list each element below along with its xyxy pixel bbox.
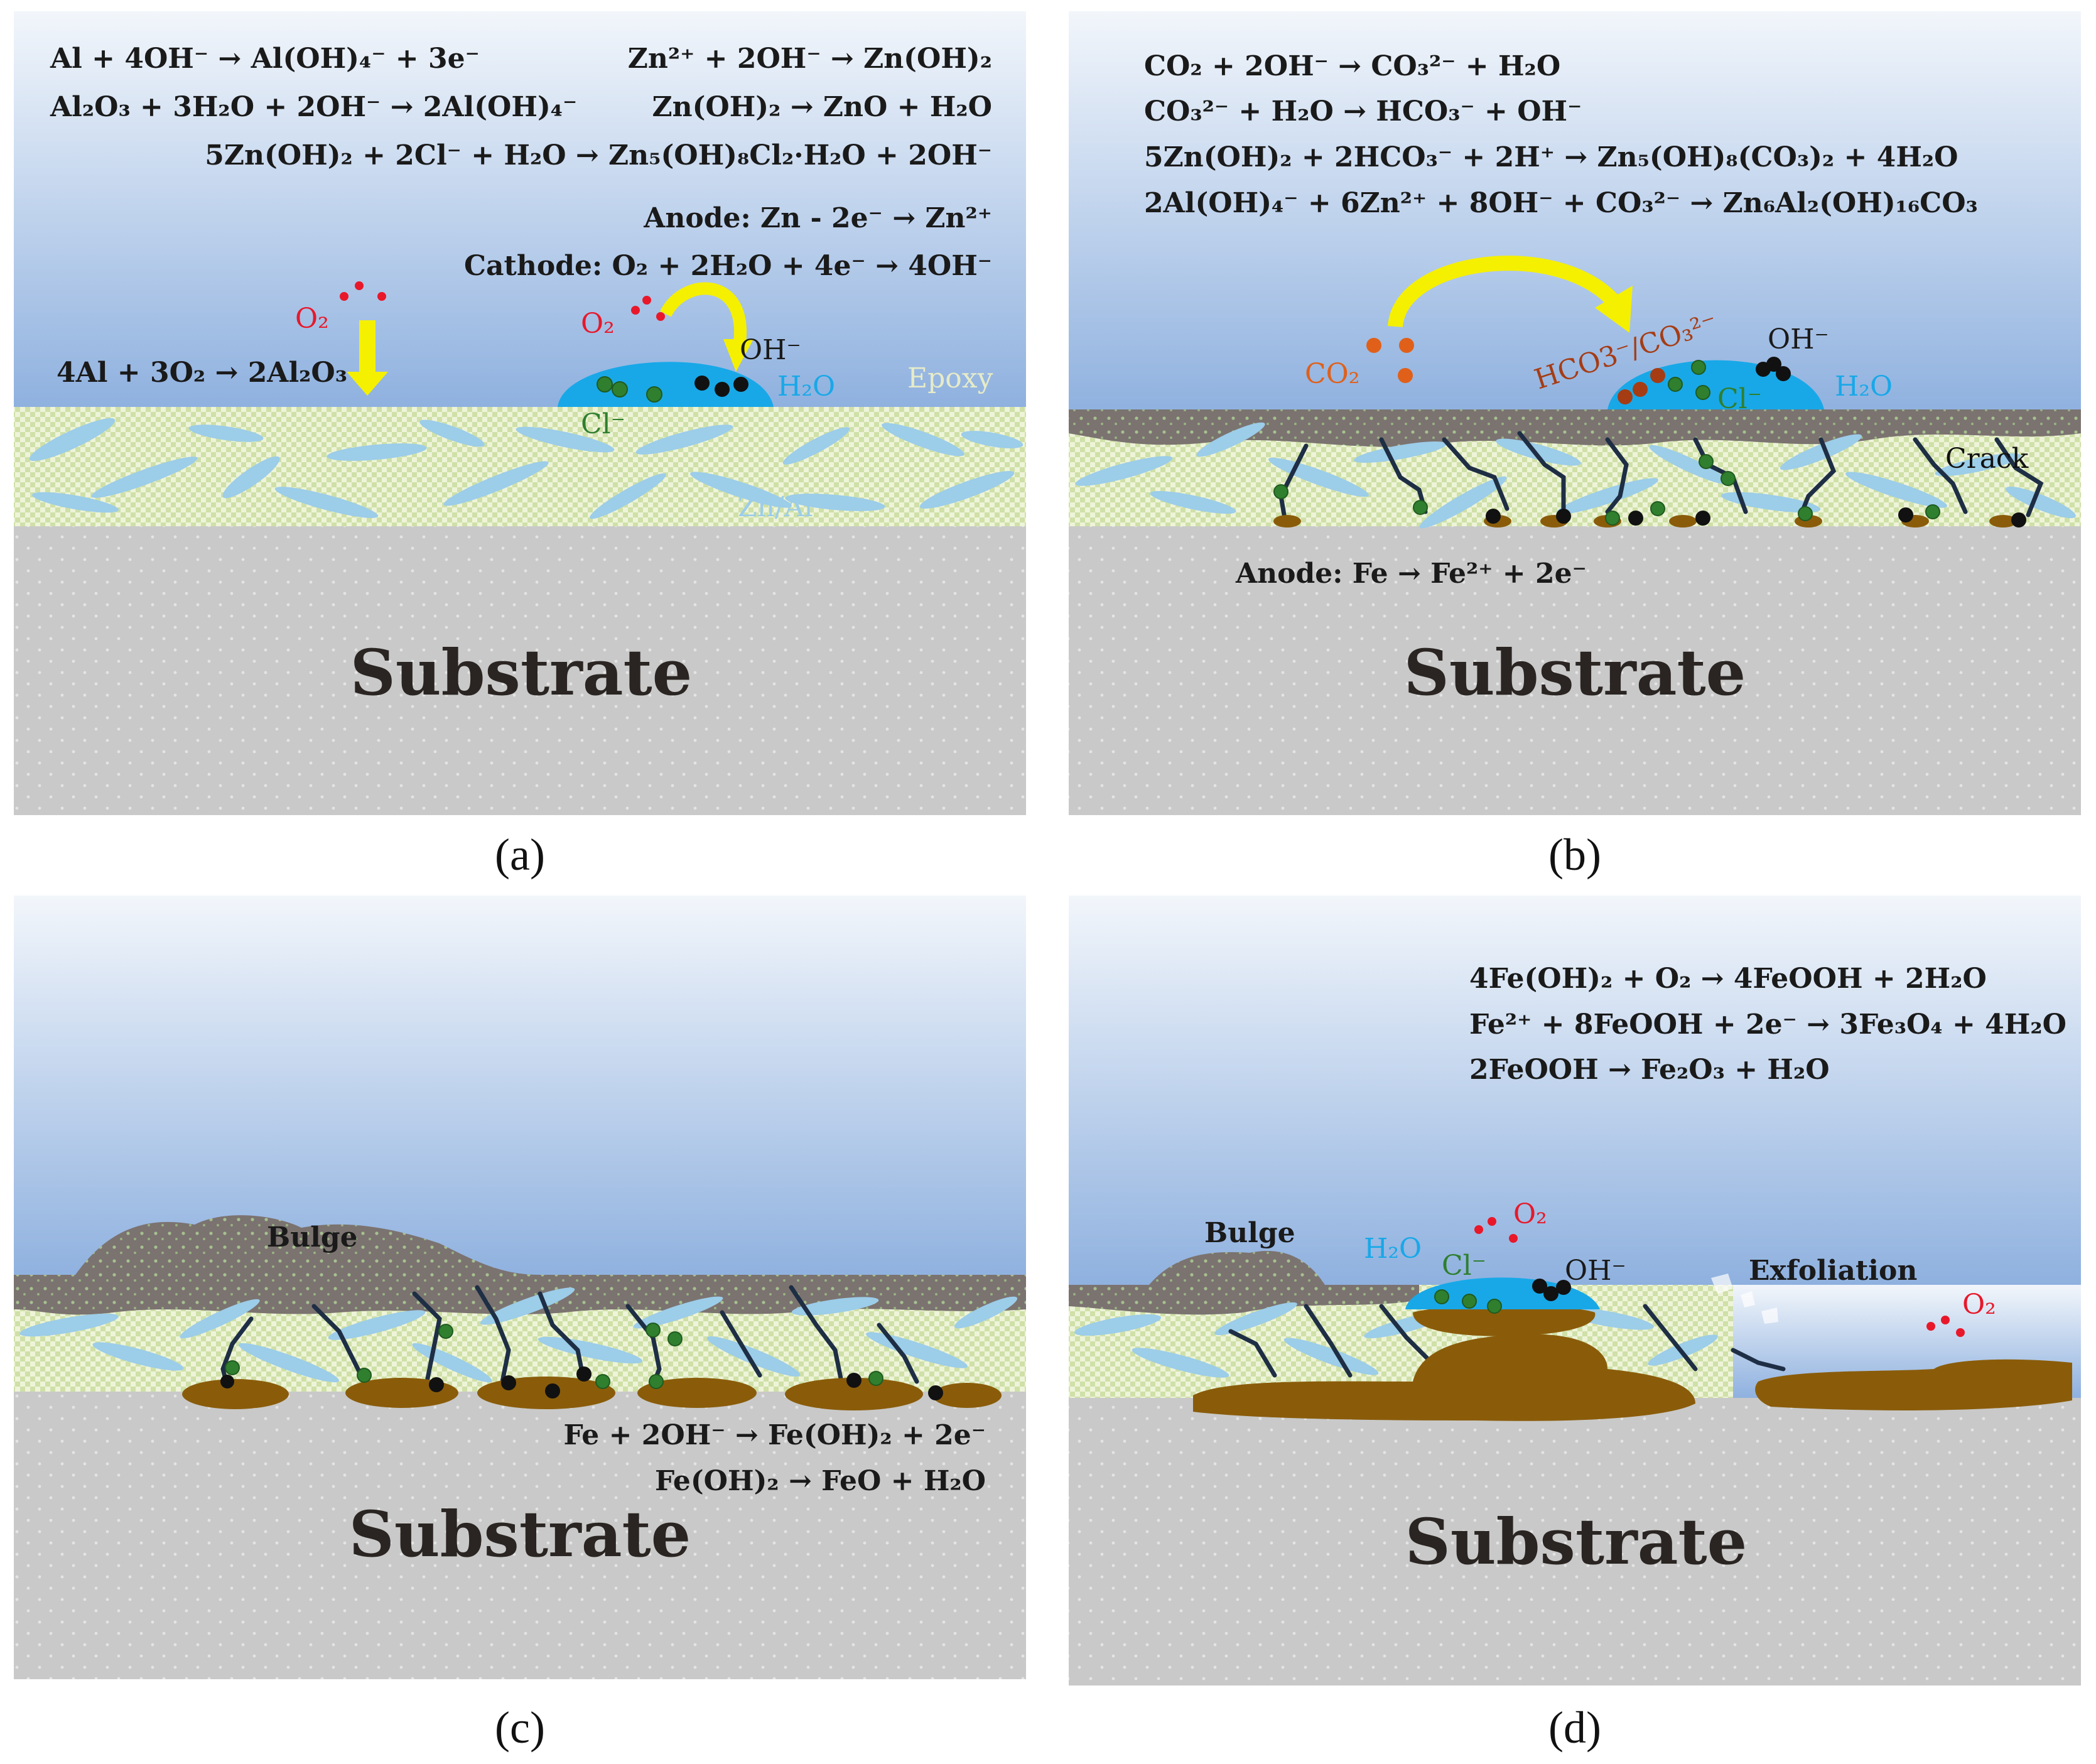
anode-equation: Anode: Fe → Fe²⁺ + 2e⁻: [1235, 558, 1587, 590]
substrate-region: [1069, 1398, 2081, 1686]
equation: 5Zn(OH)₂ + 2HCO₃⁻ + 2H⁺ → Zn₅(OH)₈(CO₃)₂…: [1144, 141, 1958, 173]
panel-caption: (d): [1548, 1702, 1601, 1753]
zn-al-label: Zn/Al: [738, 491, 813, 523]
exfoliation-label: Exfoliation: [1749, 1255, 1917, 1287]
equation: Fe + 2OH⁻ → Fe(OH)₂ + 2e⁻: [563, 1419, 986, 1451]
curved-arrow: [1388, 256, 1619, 328]
anode-equation: Anode: Zn - 2e⁻ → Zn²⁺: [643, 202, 992, 234]
substrate-region: [14, 526, 1026, 815]
panel-d: 4Fe(OH)₂ + O₂ → 4FeOOH + 2H₂O Fe²⁺ + 8Fe…: [1069, 896, 2081, 1753]
environment-region: [1069, 896, 2081, 1285]
chloride-ions: [1668, 360, 1710, 400]
substrate-region: [1069, 526, 2081, 815]
chloride-ions: [1434, 1289, 1502, 1314]
panel-caption: (a): [495, 830, 545, 880]
equation: CO₂ + 2OH⁻ → CO₃²⁻ + H₂O: [1144, 50, 1560, 82]
o2-label: O₂: [581, 308, 615, 340]
equation: 4Fe(OH)₂ + O₂ → 4FeOOH + 2H₂O: [1469, 963, 1987, 995]
equation: 2Al(OH)₄⁻ + 6Zn²⁺ + 8OH⁻ + CO₃²⁻ → Zn₆Al…: [1144, 187, 1978, 219]
panel-caption: (b): [1548, 830, 1601, 880]
down-arrow: [347, 320, 388, 396]
rust-deposits: [182, 1377, 1002, 1410]
carbonate-ions: [1618, 368, 1665, 404]
cl-label: Cl⁻: [1717, 383, 1762, 415]
equation: Al + 4OH⁻ → Al(OH)₄⁻ + 3e⁻: [50, 43, 480, 75]
corrosion-product-layer: [14, 1215, 1026, 1315]
oh-label: OH⁻: [740, 334, 801, 366]
water-droplet: [1405, 1277, 1600, 1309]
o2-label: O₂: [1513, 1198, 1547, 1230]
chloride-ions: [597, 376, 662, 403]
cracks: [1228, 1304, 1786, 1378]
oxygen-molecules: [340, 281, 386, 301]
equation: CO₃²⁻ + H₂O → HCO₃⁻ + OH⁻: [1144, 95, 1582, 127]
cl-label: Cl⁻: [581, 408, 625, 440]
curved-arrow-head: [1595, 286, 1633, 333]
bulge-label: Bulge: [267, 1221, 358, 1253]
equation: Fe²⁺ + 8FeOOH + 2e⁻ → 3Fe₃O₄ + 4H₂O: [1469, 1009, 2066, 1041]
chloride-ions: [1273, 454, 1940, 526]
corrosion-product-layer: [1069, 409, 2081, 447]
h2o-label: H₂O: [1364, 1233, 1422, 1265]
epoxy-label: Epoxy: [907, 362, 993, 394]
panel-c: Bulge Fe + 2OH⁻ → Fe(OH)₂ + 2e⁻ Fe(OH)₂ …: [14, 896, 1026, 1753]
h2o-label: H₂O: [1835, 371, 1893, 403]
panel-a: Al + 4OH⁻ → Al(OH)₄⁻ + 3e⁻ Al₂O₃ + 3H₂O …: [14, 11, 1026, 880]
o2-label: O₂: [295, 303, 329, 335]
hydroxide-ions: [1532, 1279, 1571, 1301]
exfoliation-fragments: [1711, 1274, 1778, 1324]
o2-label: O₂: [1962, 1289, 1996, 1321]
co2-label: CO₂: [1305, 358, 1359, 390]
bulge-label: Bulge: [1204, 1217, 1295, 1249]
corrosion-product-layer: [1069, 1251, 1419, 1315]
hydroxide-ions: [1486, 507, 2026, 528]
equation: Fe(OH)₂ → FeO + H₂O: [655, 1465, 986, 1497]
hydroxide-ions: [220, 1366, 943, 1400]
panel-b: CO₂ + 2OH⁻ → CO₃²⁻ + H₂O CO₃²⁻ + H₂O → H…: [1069, 11, 2081, 880]
equation: Zn(OH)₂ → ZnO + H₂O: [652, 91, 992, 123]
environment-region: [14, 11, 1026, 407]
equation: 2FeOOH → Fe₂O₃ + H₂O: [1469, 1054, 1830, 1086]
environment-region: [1069, 11, 2081, 413]
curved-arrow-head: [723, 339, 754, 372]
crack-label: Crack: [1945, 443, 2029, 475]
oh-label: OH⁻: [1768, 323, 1829, 355]
zn-al-flakes: [29, 418, 1024, 519]
substrate-label: Substrate: [350, 636, 693, 710]
panel-caption: (c): [495, 1702, 545, 1753]
cl-label: Cl⁻: [1442, 1250, 1486, 1282]
oh-label: OH⁻: [1565, 1255, 1626, 1287]
oxygen-molecules: [1474, 1217, 1965, 1337]
equation: 4Al + 3O₂ → 2Al₂O₃: [57, 357, 347, 389]
chloride-ions: [225, 1323, 883, 1389]
cathode-equation: Cathode: O₂ + 2H₂O + 4e⁻ → 4OH⁻: [464, 250, 992, 282]
hydroxide-ions: [694, 376, 748, 397]
zn-al-flakes: [19, 1287, 1018, 1383]
substrate-region: [14, 1392, 1026, 1679]
rust-deposits: [1193, 1305, 2072, 1421]
substrate-label: Substrate: [1404, 636, 1746, 710]
co2-molecules: [1366, 338, 1414, 383]
equation: 5Zn(OH)₂ + 2Cl⁻ + H₂O → Zn₅(OH)₈Cl₂·H₂O …: [205, 139, 992, 171]
oxygen-molecules: [631, 296, 665, 321]
environment-region: [14, 896, 1026, 1279]
equation: Al₂O₃ + 3H₂O + 2OH⁻ → 2Al(OH)₄⁻: [50, 91, 577, 123]
equation: Zn²⁺ + 2OH⁻ → Zn(OH)₂: [628, 43, 992, 75]
substrate-label: Substrate: [349, 1497, 691, 1571]
substrate-label: Substrate: [1405, 1505, 1748, 1579]
hydroxide-ions: [1756, 357, 1791, 381]
h2o-label: H₂O: [777, 371, 835, 403]
curved-arrow: [660, 282, 747, 344]
